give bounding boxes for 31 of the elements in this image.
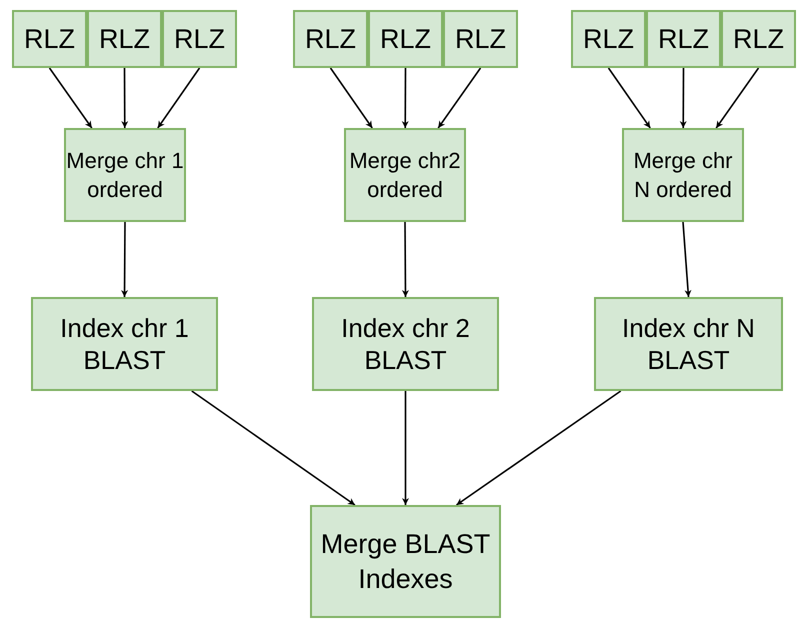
process-box: RLZ	[162, 10, 237, 68]
arrow	[456, 390, 622, 506]
process-box: RLZ	[571, 10, 646, 68]
arrow	[402, 222, 409, 297]
arrow	[402, 68, 409, 128]
process-box: Merge BLAST Indexes	[310, 505, 501, 618]
arrow	[121, 222, 128, 297]
process-box: RLZ	[646, 10, 721, 68]
process-box: RLZ	[12, 10, 87, 68]
arrow	[121, 68, 128, 128]
process-box: RLZ	[87, 10, 162, 68]
process-box: Merge chr N ordered	[622, 128, 744, 222]
process-box: RLZ	[368, 10, 443, 68]
process-box: RLZ	[721, 10, 796, 68]
arrow	[157, 68, 200, 128]
process-box: Index chr 1 BLAST	[31, 297, 218, 391]
arrow	[680, 68, 687, 128]
arrow	[438, 68, 482, 128]
arrow	[682, 222, 692, 298]
process-box: Index chr 2 BLAST	[312, 297, 499, 391]
process-box: Index chr N BLAST	[594, 297, 783, 391]
arrow	[330, 68, 373, 128]
arrow	[608, 68, 651, 128]
process-box: RLZ	[293, 10, 368, 68]
arrow	[716, 68, 760, 128]
arrow	[48, 68, 92, 128]
arrow	[191, 390, 356, 506]
arrow	[402, 391, 409, 505]
process-box: RLZ	[443, 10, 518, 68]
process-box: Merge chr2 ordered	[344, 128, 466, 222]
process-box: Merge chr 1 ordered	[64, 128, 186, 222]
